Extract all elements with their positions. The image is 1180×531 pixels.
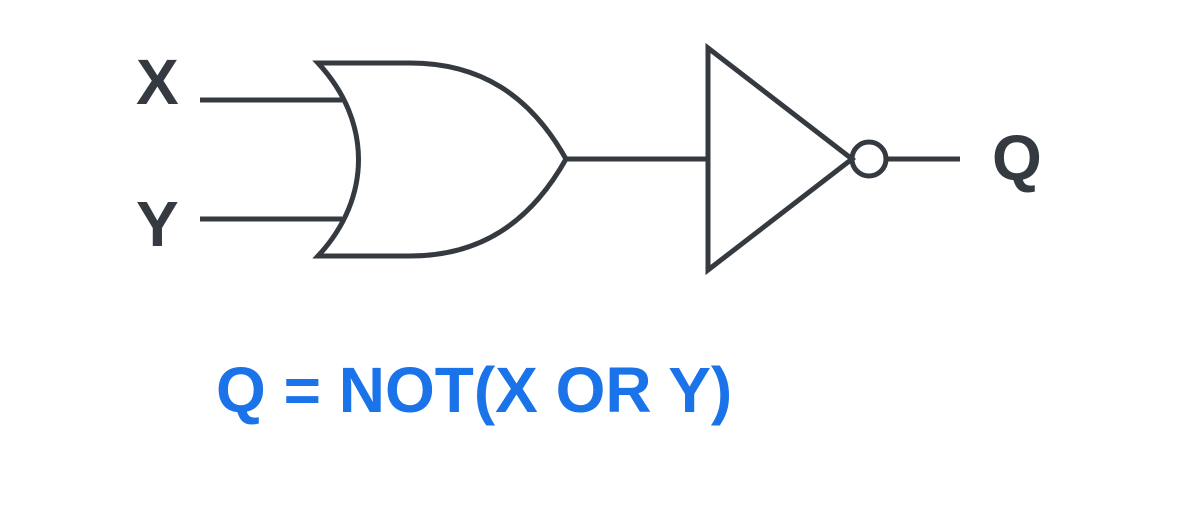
- output-label-q: Q: [992, 122, 1042, 194]
- boolean-expression: Q = NOT(X OR Y): [216, 354, 732, 426]
- input-label-y: Y: [136, 188, 179, 260]
- or-gate: [312, 60, 569, 259]
- inversion-bubble: [849, 139, 889, 179]
- not-gate: [705, 42, 857, 276]
- input-label-x: X: [136, 46, 179, 118]
